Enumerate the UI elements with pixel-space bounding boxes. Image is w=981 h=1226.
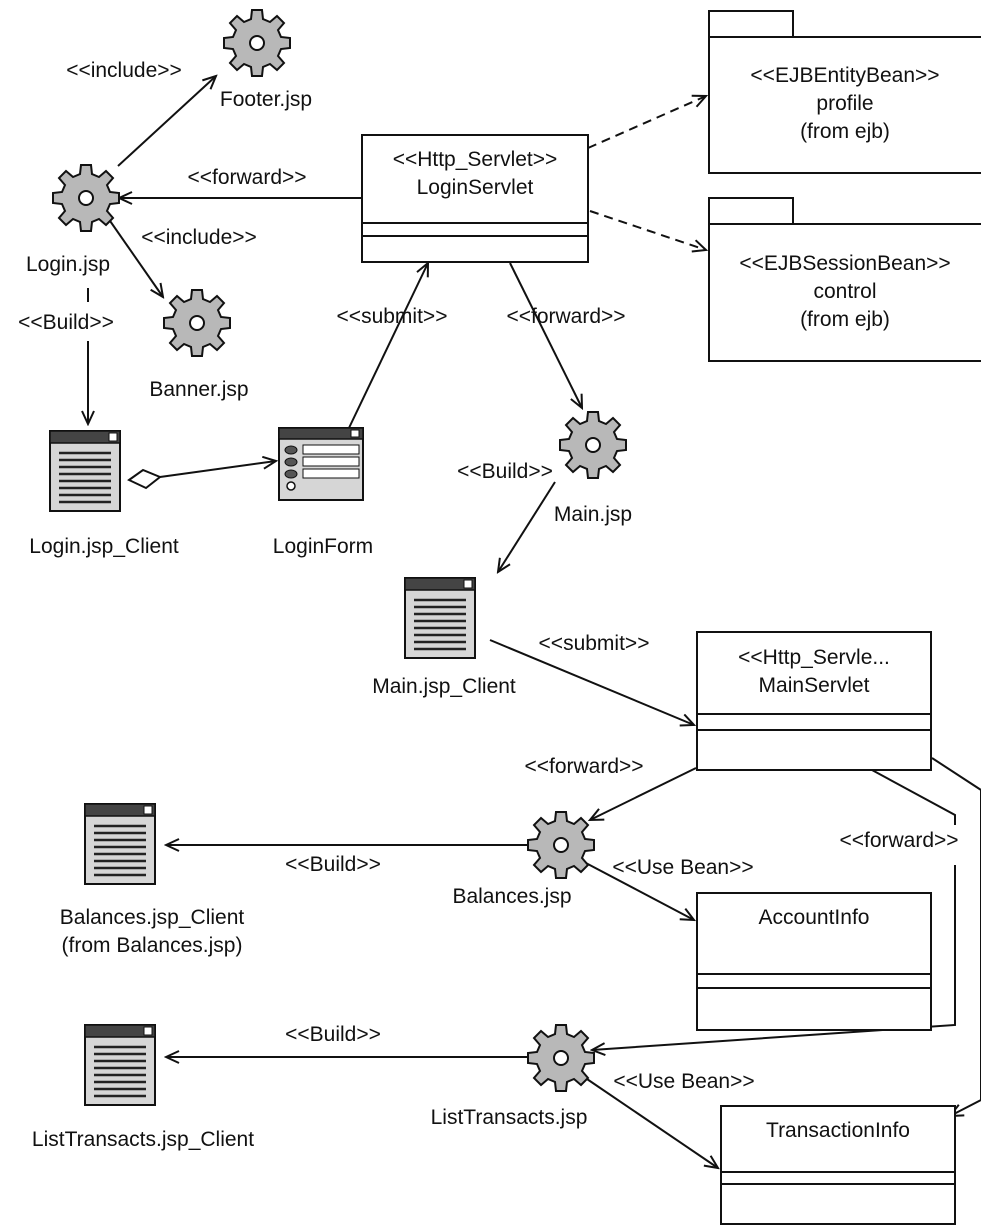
include-banner-label: <<include>> xyxy=(141,226,257,249)
control-name: control xyxy=(813,280,876,303)
login-form-icon xyxy=(278,427,364,501)
account-info-class: AccountInfo xyxy=(696,892,932,1031)
profile-name: profile xyxy=(816,92,873,115)
login-servlet-name: LoginServlet xyxy=(417,176,534,199)
edge-mainservlet-forward-list xyxy=(871,769,956,825)
edge-servlet-uses-control xyxy=(589,210,706,250)
edge-mainservlet-forward-balances xyxy=(590,767,697,820)
login-jsp-gear-icon xyxy=(52,164,120,232)
connectors xyxy=(88,76,981,1168)
footer-jsp-label: Footer.jsp xyxy=(220,88,312,111)
main-jsp-client-icon xyxy=(403,576,477,660)
aggregation-diamond xyxy=(127,468,162,490)
list-transacts-jsp-label: ListTransacts.jsp xyxy=(431,1106,588,1129)
list-transacts-jsp-client-label: ListTransacts.jsp_Client xyxy=(32,1128,254,1151)
transaction-info-class: TransactionInfo xyxy=(720,1105,956,1225)
edge-servlet-uses-profile xyxy=(587,96,706,149)
forward-list-label: <<forward>> xyxy=(839,829,958,852)
banner-jsp-label: Banner.jsp xyxy=(149,378,248,401)
balances-jsp-label: Balances.jsp xyxy=(452,885,571,908)
edge-login-to-banner xyxy=(107,217,163,297)
use-bean-account-label: <<Use Bean>> xyxy=(612,856,753,879)
build-login-client-label: <<Build>> xyxy=(18,311,114,334)
include-footer-label: <<include>> xyxy=(66,59,182,82)
build-list-client-label: <<Build>> xyxy=(285,1023,381,1046)
transaction-info-name: TransactionInfo xyxy=(766,1119,910,1142)
edge-login-to-footer xyxy=(117,76,216,167)
build-balances-client-label: <<Build>> xyxy=(285,853,381,876)
profile-stereotype: <<EJBEntityBean>> xyxy=(750,64,939,87)
balances-jsp-client-origin: (from Balances.jsp) xyxy=(62,934,243,957)
edge-form-submit-servlet xyxy=(347,263,428,431)
edge-mainservlet-forward-list-2 xyxy=(592,865,956,1050)
submit-login-label: <<submit>> xyxy=(337,305,448,328)
control-origin: (from ejb) xyxy=(800,308,890,331)
main-servlet-class: <<Http_Servle... MainServlet xyxy=(696,631,932,771)
main-jsp-label: Main.jsp xyxy=(554,503,632,526)
balances-jsp-client-icon xyxy=(83,802,157,886)
control-stereotype: <<EJBSessionBean>> xyxy=(739,252,950,275)
main-jsp-client-label: Main.jsp_Client xyxy=(372,675,516,698)
edge-servlet-forward-main xyxy=(509,262,582,408)
list-transacts-jsp-gear-icon xyxy=(527,1024,595,1092)
edge-list-use-transaction xyxy=(583,1076,718,1168)
login-jsp-client-label: Login.jsp_Client xyxy=(29,535,179,558)
balances-jsp-client-label: Balances.jsp_Client xyxy=(60,906,245,929)
profile-package: <<EJBEntityBean>> profile (from ejb) xyxy=(708,10,981,174)
edge-main-build-client xyxy=(498,481,556,572)
forward-balances-label: <<forward>> xyxy=(524,755,643,778)
main-servlet-stereotype: <<Http_Servle... xyxy=(738,646,890,669)
footer-jsp-gear-icon xyxy=(223,9,291,77)
banner-jsp-gear-icon xyxy=(163,289,231,357)
login-jsp-label: Login.jsp xyxy=(26,253,110,276)
profile-origin: (from ejb) xyxy=(800,120,890,143)
balances-jsp-gear-icon xyxy=(527,811,595,879)
list-transacts-jsp-client-icon xyxy=(83,1023,157,1107)
forward-login-label: <<forward>> xyxy=(187,166,306,189)
login-servlet-class: <<Http_Servlet>> LoginServlet xyxy=(361,134,589,263)
build-main-client-label: <<Build>> xyxy=(457,460,553,483)
edge-mainservlet-to-transaction xyxy=(931,757,981,1116)
login-servlet-stereotype: <<Http_Servlet>> xyxy=(393,148,558,171)
main-servlet-name: MainServlet xyxy=(759,674,870,697)
login-jsp-client-icon xyxy=(48,429,122,513)
edge-main-client-submit xyxy=(489,639,694,725)
edge-balances-use-account xyxy=(583,861,694,920)
submit-main-label: <<submit>> xyxy=(539,632,650,655)
edge-client-aggregates-form xyxy=(159,461,276,478)
control-package: <<EJBSessionBean>> control (from ejb) xyxy=(708,197,981,362)
use-bean-transaction-label: <<Use Bean>> xyxy=(613,1070,754,1093)
login-form-label: LoginForm xyxy=(273,535,373,558)
forward-main-label: <<forward>> xyxy=(506,305,625,328)
account-info-name: AccountInfo xyxy=(759,906,870,929)
main-jsp-gear-icon xyxy=(559,411,627,479)
